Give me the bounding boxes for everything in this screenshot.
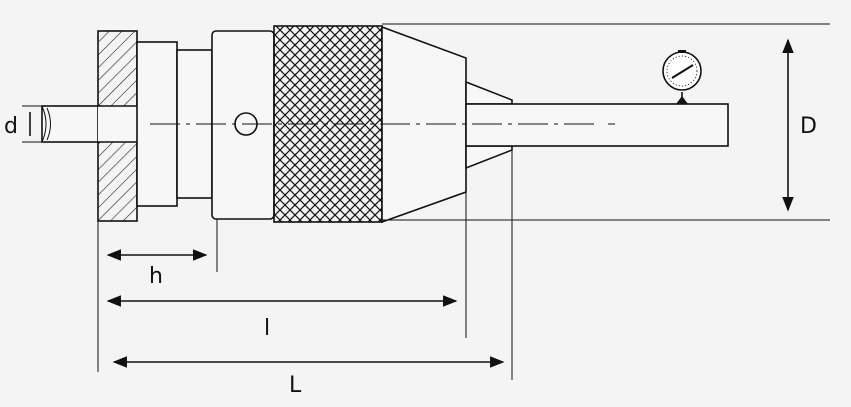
left-shank	[41, 105, 101, 143]
dimension-D: D	[382, 23, 830, 221]
upper-jaw	[465, 80, 513, 105]
chuck-body	[211, 30, 275, 220]
lower-jaw	[465, 145, 513, 170]
dial-gauge-icon	[662, 50, 702, 104]
label-D: D	[800, 114, 817, 139]
label-h: h	[149, 264, 163, 289]
label-L: L	[289, 373, 302, 398]
dimension-h: h	[106, 249, 208, 289]
dimension-d: d	[4, 105, 42, 143]
label-d: d	[4, 114, 18, 139]
dimension-l: l	[106, 295, 458, 341]
label-l: l	[264, 316, 270, 341]
dimension-L: L	[112, 356, 505, 398]
test-bar	[465, 103, 729, 147]
